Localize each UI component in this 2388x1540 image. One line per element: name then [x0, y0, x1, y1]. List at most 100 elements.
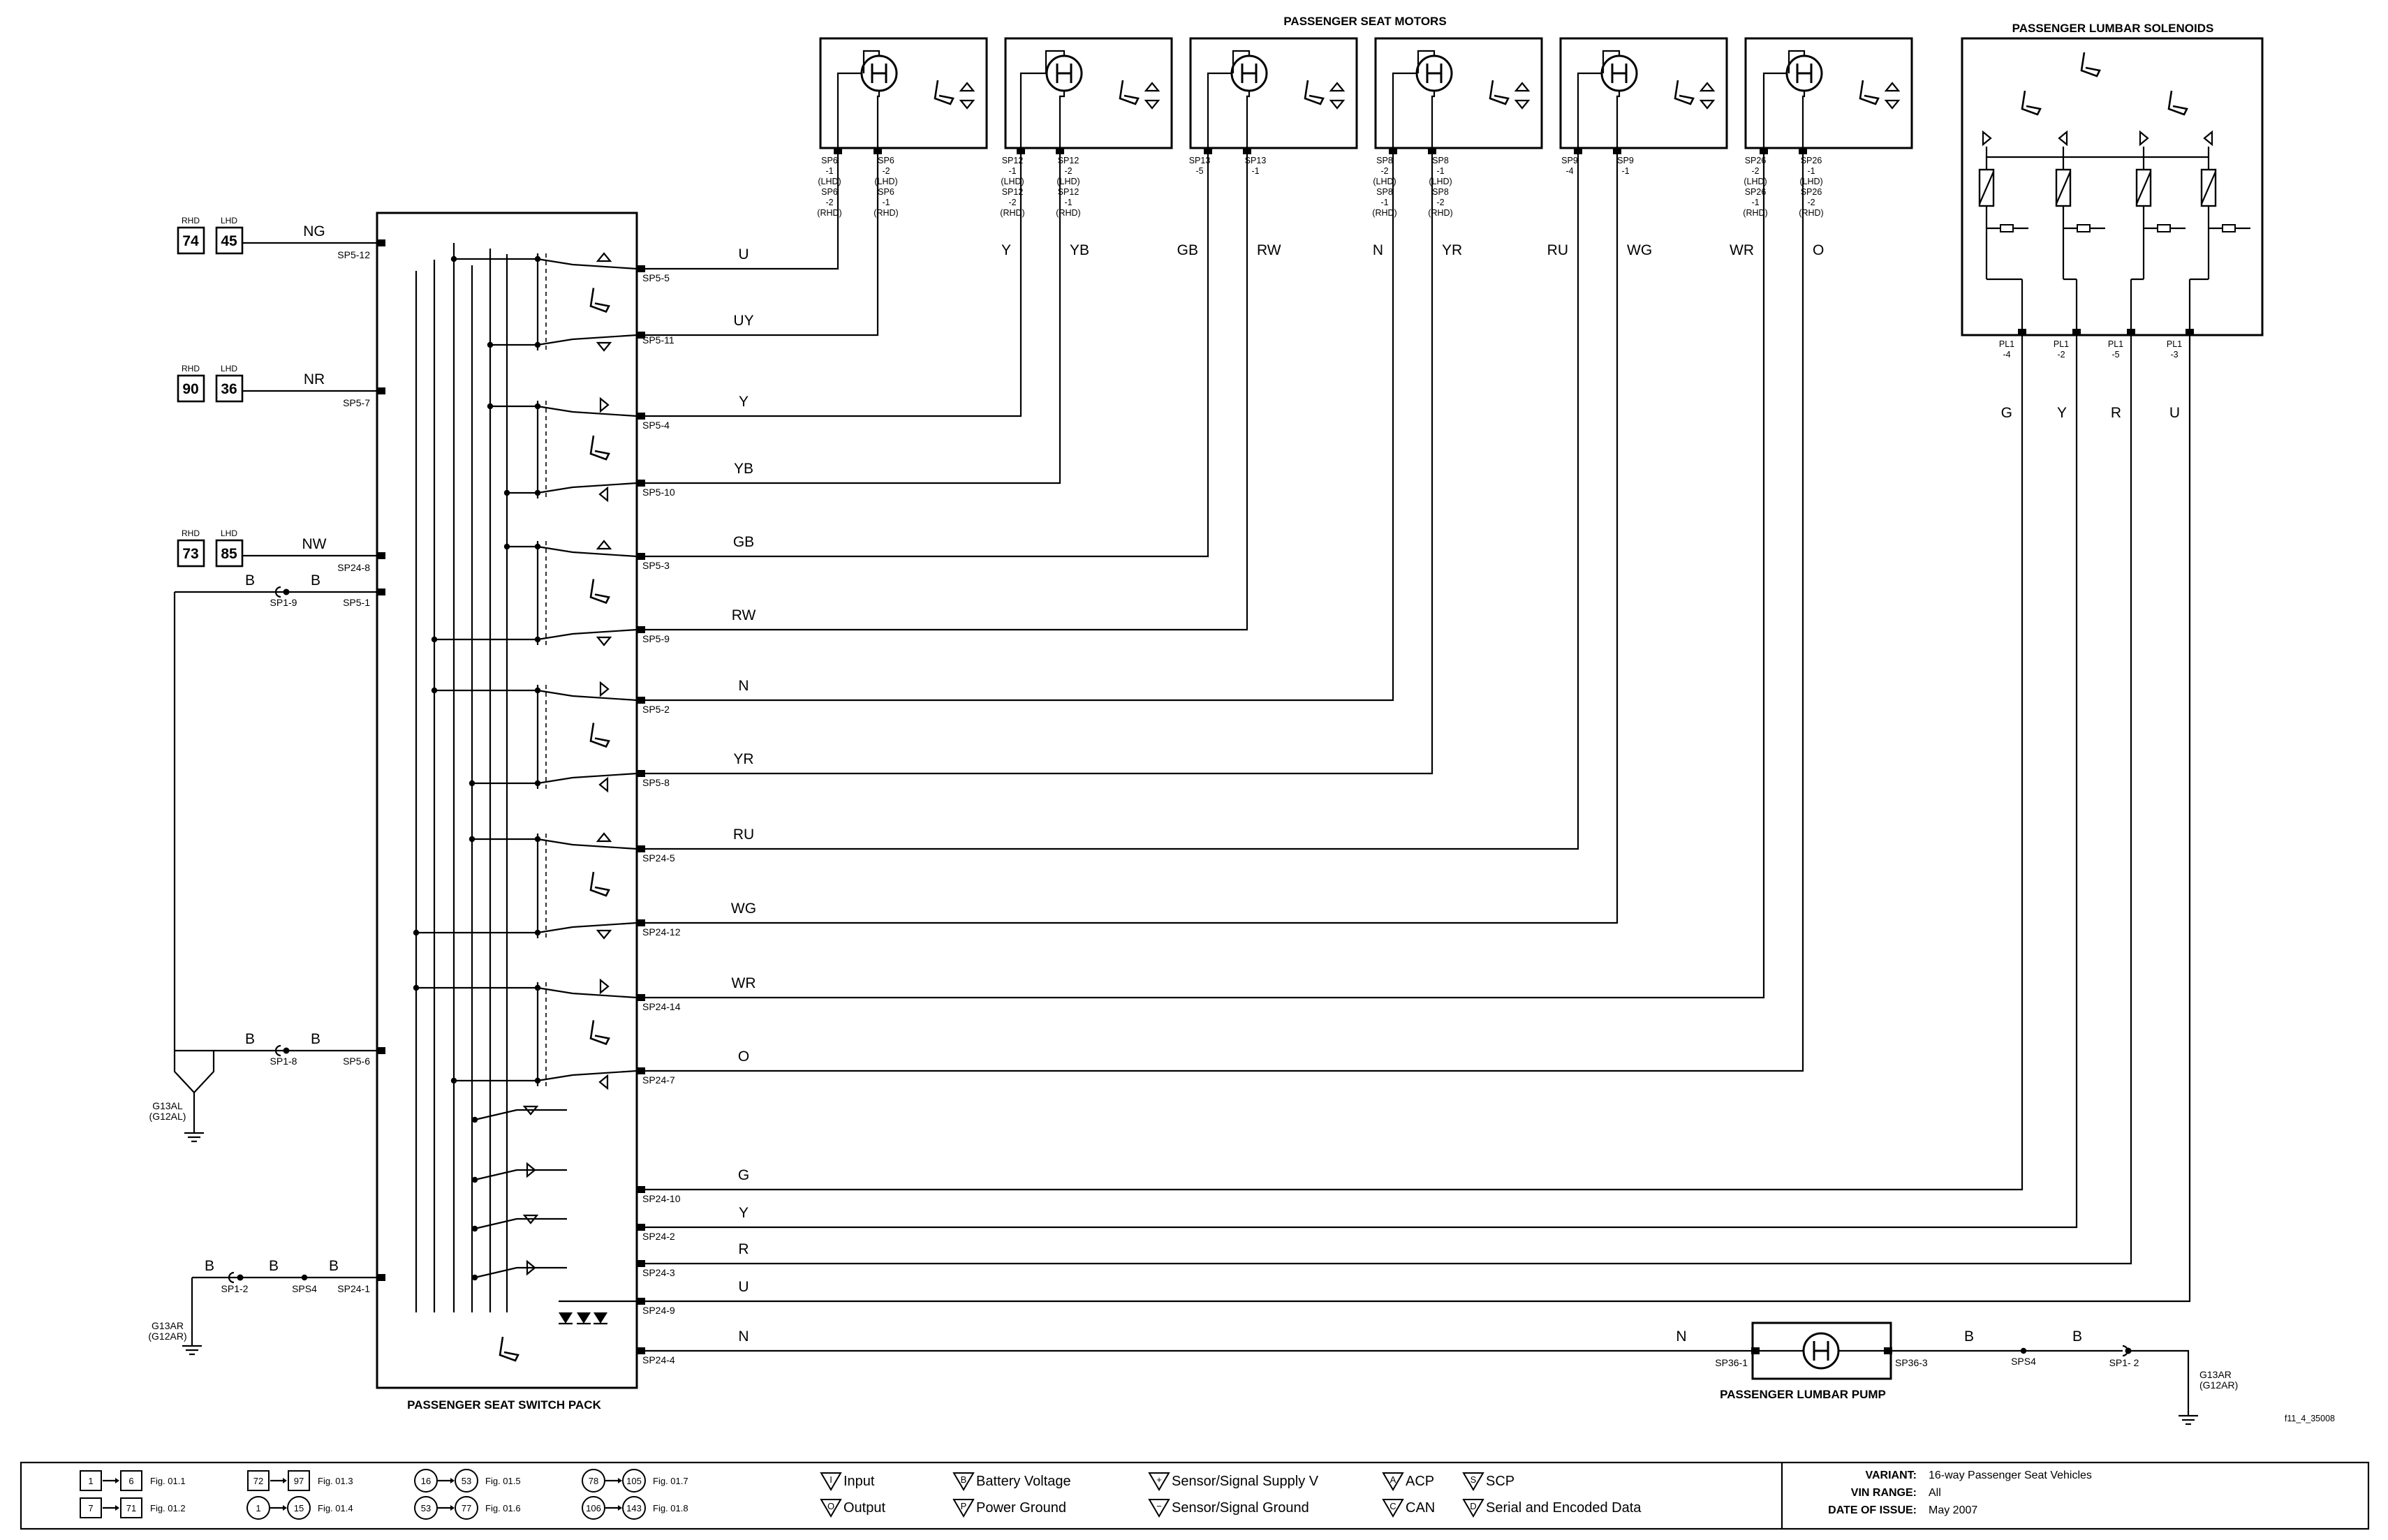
motor-pin [1204, 147, 1212, 154]
supply-terminal [377, 387, 385, 394]
switch-contact [537, 334, 637, 346]
seat-position-icon [1489, 79, 1510, 105]
motor-internal-wire [1801, 91, 1806, 148]
lumbar-switch-block [471, 1105, 637, 1362]
motor-left-wire-label: WR [1730, 242, 1754, 258]
connector-pin [283, 1047, 290, 1054]
fig-ref-label: Fig. 01.8 [653, 1503, 688, 1513]
lumbar-pump-title: PASSENGER LUMBAR PUMP [1720, 1388, 1886, 1401]
lumbar-pin-label: PL1-4 [1999, 339, 2014, 360]
output-terminal [637, 480, 645, 487]
switch-arrow-icon [596, 636, 612, 646]
fig-ref-to-circle [287, 1496, 311, 1520]
output-wire-label: U [738, 246, 749, 262]
fig-ref-label: Fig. 01.6 [485, 1503, 521, 1513]
lumbar-switch-contact [474, 1217, 567, 1230]
motor-left-pin-label: SP8-2(LHD)SP8-1(RHD) [1372, 156, 1396, 218]
motor-pin [1799, 147, 1807, 154]
output-pin-label: SP24-7 [642, 1074, 675, 1086]
solenoid-wire [2200, 171, 2217, 205]
legend-glyph: C [1390, 1501, 1396, 1511]
switch-arrow-icon [598, 1074, 609, 1090]
motor-box [819, 37, 988, 149]
legend-symbol-label: ACP [1406, 1474, 1434, 1489]
output-terminal [637, 1298, 645, 1305]
lhd-label: LHD [221, 364, 237, 373]
output-pin-label: SP5-4 [642, 420, 670, 431]
supply-wire-label: NR [304, 371, 325, 387]
motor-internal-wire [1431, 91, 1436, 148]
motor-internal-wire [1045, 50, 1066, 73]
motor-icon [1230, 54, 1268, 92]
solenoid-arrow-icon [1982, 131, 1992, 146]
motor-right-wire-label: YR [1442, 242, 1462, 258]
legend-triangle-icon [1148, 1499, 1170, 1518]
motor-right-wire-label: WG [1627, 242, 1652, 258]
lumbar-switch-contact [474, 1169, 567, 1181]
lumbar-wire-label: U [2169, 405, 2180, 421]
lumbar-wire-label: G [2001, 405, 2012, 421]
lumbar-pin-label: PL1-2 [2054, 339, 2069, 360]
motor-internal-wire [1059, 91, 1066, 148]
rocker-switch-4 [431, 681, 637, 792]
rhd-label: RHD [182, 364, 200, 373]
motor-internal-wire [876, 91, 880, 148]
direction-arrow-icon [959, 82, 975, 92]
solenoid-arrow-icon [2058, 131, 2068, 146]
lumbar-seat-icon [2021, 89, 2042, 116]
motor-internal-wire [862, 50, 880, 73]
switch-contact [537, 689, 637, 702]
legend-info-key: VIN RANGE: [1851, 1487, 1917, 1499]
seat-position-icon [1119, 79, 1140, 105]
output-wire-label: Y [739, 394, 749, 410]
legend-symbol-label: Input [843, 1474, 875, 1489]
output-pin-label: SP5-8 [642, 777, 670, 788]
seat-motors: SP6-1(LHD)SP6-2(RHD)SP6-2(LHD)SP6-1(RHD)… [817, 37, 1913, 258]
lumbar-seat-icon [499, 1335, 519, 1362]
output-terminal [637, 553, 645, 560]
rhd-ref-number: 74 [182, 233, 199, 249]
lumbar-feed-wire [645, 331, 2191, 1303]
solenoid-arrow-icon [2203, 131, 2213, 146]
ground-icon [2177, 1402, 2199, 1426]
diode-icon [559, 1312, 573, 1324]
fig-ref-to-circle [455, 1496, 478, 1520]
motor-feed-wire [645, 147, 1579, 850]
output-terminal [637, 626, 645, 633]
lumbar-pin-label: PL1-3 [2167, 339, 2182, 360]
lumbar-pin [2072, 329, 2081, 336]
legend-triangle-icon [820, 1499, 842, 1518]
pump-motor-icon [1802, 1332, 1840, 1370]
motor-right-pin-label: SP26-1(LHD)SP26-2(RHD) [1799, 156, 1823, 218]
legend-symbol-6: −Sensor/Signal Ground [1148, 1499, 1309, 1518]
fig-ref-from-circle [414, 1469, 438, 1493]
diode-resistor [2222, 224, 2236, 232]
motor-icon [1415, 54, 1453, 92]
seat-motor-6: SP26-2(LHD)SP26-1(RHD)SP26-1(LHD)SP26-2(… [1730, 37, 1913, 258]
pump-splice-label: SPS4 [2011, 1356, 2036, 1367]
arrow-icon [283, 1478, 287, 1483]
fig-ref-from: 16 [421, 1476, 431, 1486]
pump-pin [1884, 1347, 1892, 1354]
output-wire-label: GB [733, 534, 754, 550]
output-terminal [637, 1186, 645, 1193]
output-terminal [637, 265, 645, 272]
output-wire-label: R [738, 1241, 749, 1257]
output-pin-label: SP24-4 [642, 1354, 675, 1365]
output-wire-label: YB [734, 461, 753, 477]
motor-internal-wire [836, 72, 862, 148]
output-wire-label: WG [731, 901, 756, 917]
rocker-switch-2 [487, 397, 637, 502]
legend-symbol-5: +Sensor/Signal Supply V [1148, 1472, 1319, 1491]
motor-internal-wire [1246, 91, 1251, 148]
legend-symbol-label: Serial and Encoded Data [1486, 1500, 1642, 1516]
